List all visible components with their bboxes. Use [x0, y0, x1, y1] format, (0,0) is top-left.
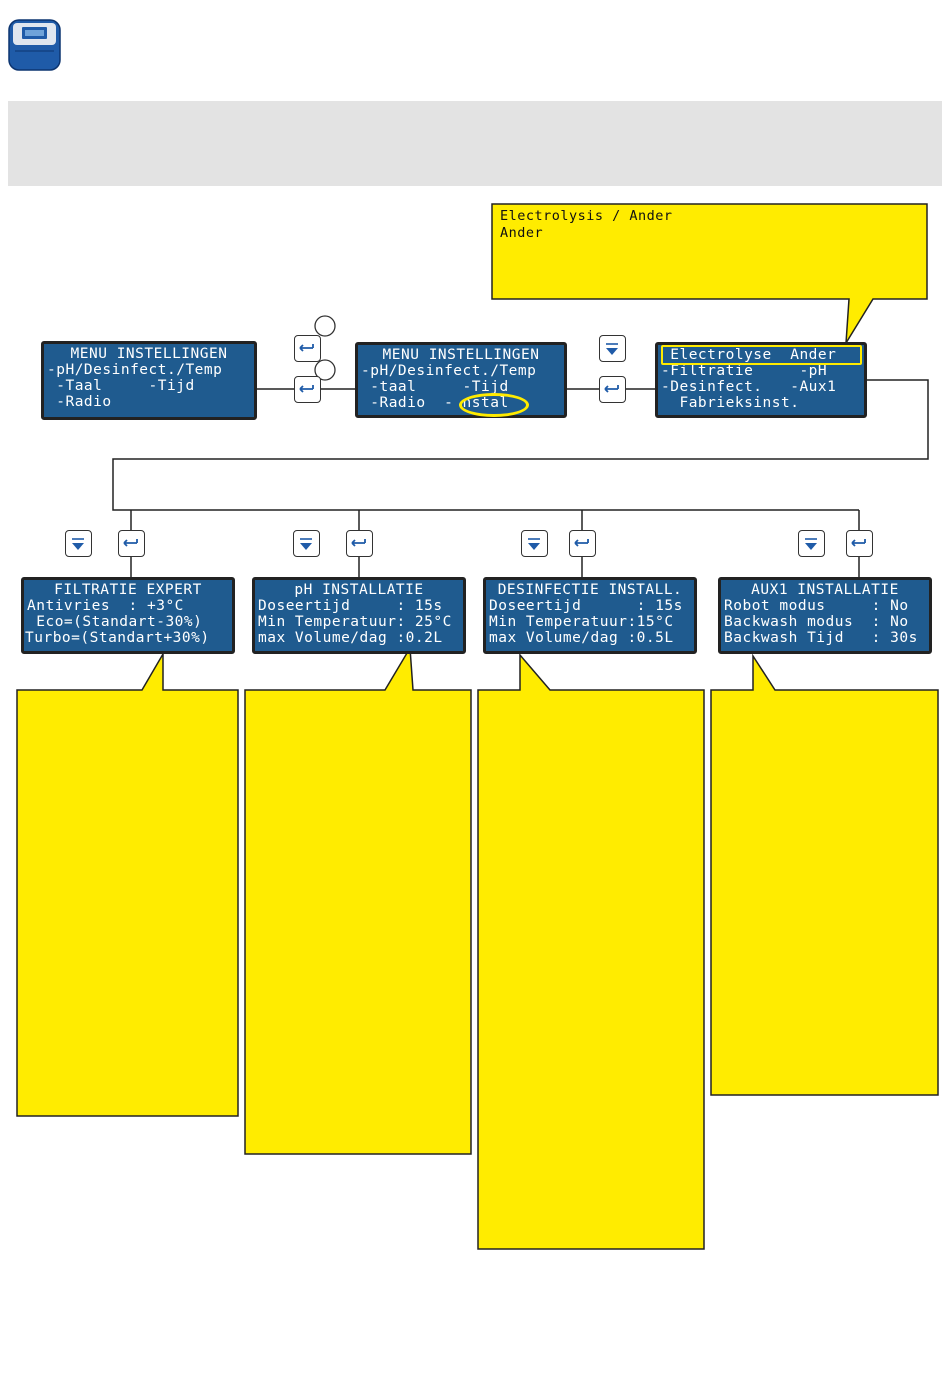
lcd-menu-instellingen: MENU INSTELLINGEN -pH/Desinfect./Temp -T…: [41, 341, 257, 420]
filtratie-callout-shape: [16, 651, 239, 1117]
lcd-line: -Desinfect. -Aux1: [661, 379, 837, 395]
lcd-line: Eco=(Standart-30%): [27, 614, 203, 630]
lcd-line: Doseertijd : 15s: [489, 598, 683, 614]
enter-key-icon[interactable]: [346, 530, 373, 557]
lcd-line: DESINFECTIE INSTALL.: [497, 582, 683, 598]
lcd-line: -pH/Desinfect./Temp: [361, 363, 537, 379]
lcd-line: Electrolyse Ander: [661, 347, 837, 363]
lcd-line: max Volume/dag :0.5L: [489, 630, 674, 646]
aux1-callout-shape: [710, 653, 939, 1096]
lcd-line: max Volume/dag :0.2L: [258, 630, 443, 646]
down-arrow-key-icon[interactable]: [798, 530, 825, 557]
lcd-line: MENU INSTELLINGEN: [70, 346, 228, 362]
desinfectie-callout-shape: [477, 652, 705, 1250]
lcd-line: Backwash modus : No: [724, 614, 909, 630]
lcd-line: Robot modus : No: [724, 598, 909, 614]
lcd-line: Doseertijd : 15s: [258, 598, 443, 614]
header-banner: [8, 101, 942, 186]
lcd-ph-installatie: pH INSTALLATIE Doseertijd : 15s Min Temp…: [252, 577, 466, 654]
lcd-line: Min Temperatuur: 25°C: [258, 614, 452, 630]
step-circle-icon: [314, 359, 336, 381]
down-arrow-key-icon[interactable]: [65, 530, 92, 557]
lcd-line: Min Temperatuur:15°C: [489, 614, 674, 630]
enter-key-icon[interactable]: [118, 530, 145, 557]
lcd-electrolyse-menu: Electrolyse Ander -Filtratie -pH -Desinf…: [655, 342, 867, 418]
lcd-line: Turbo=(Standart+30%): [25, 630, 210, 646]
lcd-line: AUX1 INSTALLATIE: [751, 582, 899, 598]
top-callout-shape: [491, 203, 928, 344]
lcd-line: pH INSTALLATIE: [294, 582, 424, 598]
lcd-line: -pH/Desinfect./Temp: [47, 362, 223, 378]
lcd-aux1-installatie: AUX1 INSTALLATIE Robot modus : No Backwa…: [718, 577, 932, 654]
install-highlight-ellipse: [459, 393, 529, 417]
down-arrow-key-icon[interactable]: [599, 335, 626, 362]
lcd-line: -Taal -Tijd: [47, 378, 195, 394]
lcd-line: Antivries : +3°C: [27, 598, 184, 614]
step-circle-icon: [314, 315, 336, 337]
enter-key-icon[interactable]: [846, 530, 873, 557]
lcd-line: Fabrieksinst.: [661, 395, 800, 411]
lcd-line: FILTRATIE EXPERT: [54, 582, 202, 598]
down-arrow-key-icon[interactable]: [521, 530, 548, 557]
enter-key-icon[interactable]: [294, 335, 321, 362]
enter-key-icon[interactable]: [294, 376, 321, 403]
enter-key-icon[interactable]: [569, 530, 596, 557]
ph-callout-shape: [244, 645, 472, 1155]
enter-key-icon[interactable]: [599, 376, 626, 403]
lcd-line: Backwash Tijd : 30s: [724, 630, 918, 646]
lcd-line: -Filtratie -pH: [661, 363, 828, 379]
lcd-line: -Radio: [47, 394, 112, 410]
lcd-line: MENU INSTELLINGEN: [382, 347, 540, 363]
top-callout-line-2: Ander: [500, 225, 544, 241]
top-callout-line-1: Electrolysis / Ander: [500, 208, 673, 224]
lcd-filtratie-expert: FILTRATIE EXPERT Antivries : +3°C Eco=(S…: [21, 577, 235, 654]
pool-controller-icon: [8, 19, 61, 71]
lcd-line: -taal -Tijd: [361, 379, 509, 395]
down-arrow-key-icon[interactable]: [293, 530, 320, 557]
electrolyse-ander-highlight: [661, 345, 862, 365]
lcd-desinfectie-install: DESINFECTIE INSTALL. Doseertijd : 15s Mi…: [483, 577, 697, 654]
